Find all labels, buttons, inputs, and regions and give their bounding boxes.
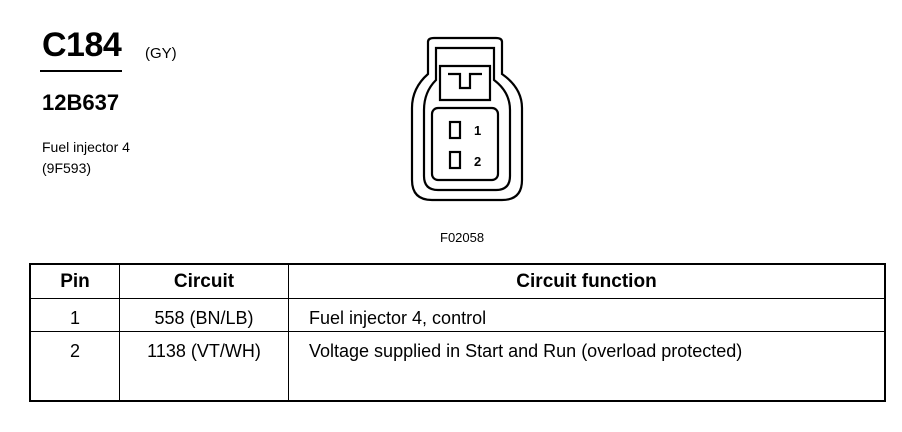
terminal-block <box>430 106 500 182</box>
pin-label-2: 2 <box>474 154 481 169</box>
pin-label-1: 1 <box>474 123 481 138</box>
terminal-cavity-2 <box>448 150 462 170</box>
locking-tab-notch <box>448 72 482 90</box>
title-underline <box>40 70 122 72</box>
header-pin: Pin <box>29 263 120 299</box>
pin-table: Pin Circuit Circuit function 1 558 (BN/L… <box>29 263 886 402</box>
row-pin: 2 <box>29 331 120 402</box>
table-row: 2 1138 (VT/WH) Voltage supplied in Start… <box>29 331 886 402</box>
housing-inner <box>422 46 512 192</box>
header-circuit-function: Circuit function <box>288 263 886 299</box>
row-circuit: 1138 (VT/WH) <box>119 331 289 402</box>
part-number: 12B637 <box>42 90 120 115</box>
row-circuit-function: Voltage supplied in Start and Run (overl… <box>288 331 886 402</box>
locking-tab <box>438 64 492 102</box>
table-row: 1 558 (BN/LB) Fuel injector 4, control <box>29 298 886 332</box>
connector-face-diagram: 1 2 <box>410 36 524 202</box>
header-circuit: Circuit <box>119 263 289 299</box>
component-name: Fuel injector 4 <box>42 139 130 155</box>
figure-code: F02058 <box>440 230 485 245</box>
housing-outer <box>410 36 524 202</box>
connector-color-code: (GY) <box>145 45 177 62</box>
table-header-row: Pin Circuit Circuit function <box>29 263 886 299</box>
connector-id: C184 <box>42 26 122 64</box>
component-code: (9F593) <box>42 160 92 176</box>
row-pin: 1 <box>29 298 120 332</box>
terminal-cavity-1 <box>448 120 462 140</box>
row-circuit-function: Fuel injector 4, control <box>288 298 886 332</box>
row-circuit: 558 (BN/LB) <box>119 298 289 332</box>
